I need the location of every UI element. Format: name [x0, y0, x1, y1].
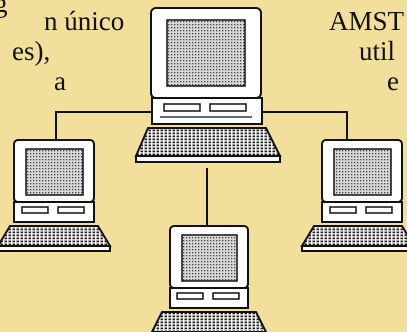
workstation-bottom [150, 225, 268, 332]
network-links [55, 111, 348, 228]
text-fragment-left-4: a [54, 66, 66, 96]
workstation-left [0, 139, 112, 252]
text-fragment-left-2: n único [44, 6, 125, 36]
server-computer [134, 7, 282, 163]
text-fragment-right-3: e [387, 66, 399, 96]
workstation-right [300, 139, 407, 252]
text-fragment-left-1: g [0, 0, 8, 18]
text-fragment-left-3: es), [12, 36, 51, 66]
link-server-right [262, 111, 348, 145]
text-fragment-right-1: AMST [329, 6, 405, 36]
text-fragment-right-2: util [359, 36, 396, 66]
link-server-left [55, 111, 152, 145]
